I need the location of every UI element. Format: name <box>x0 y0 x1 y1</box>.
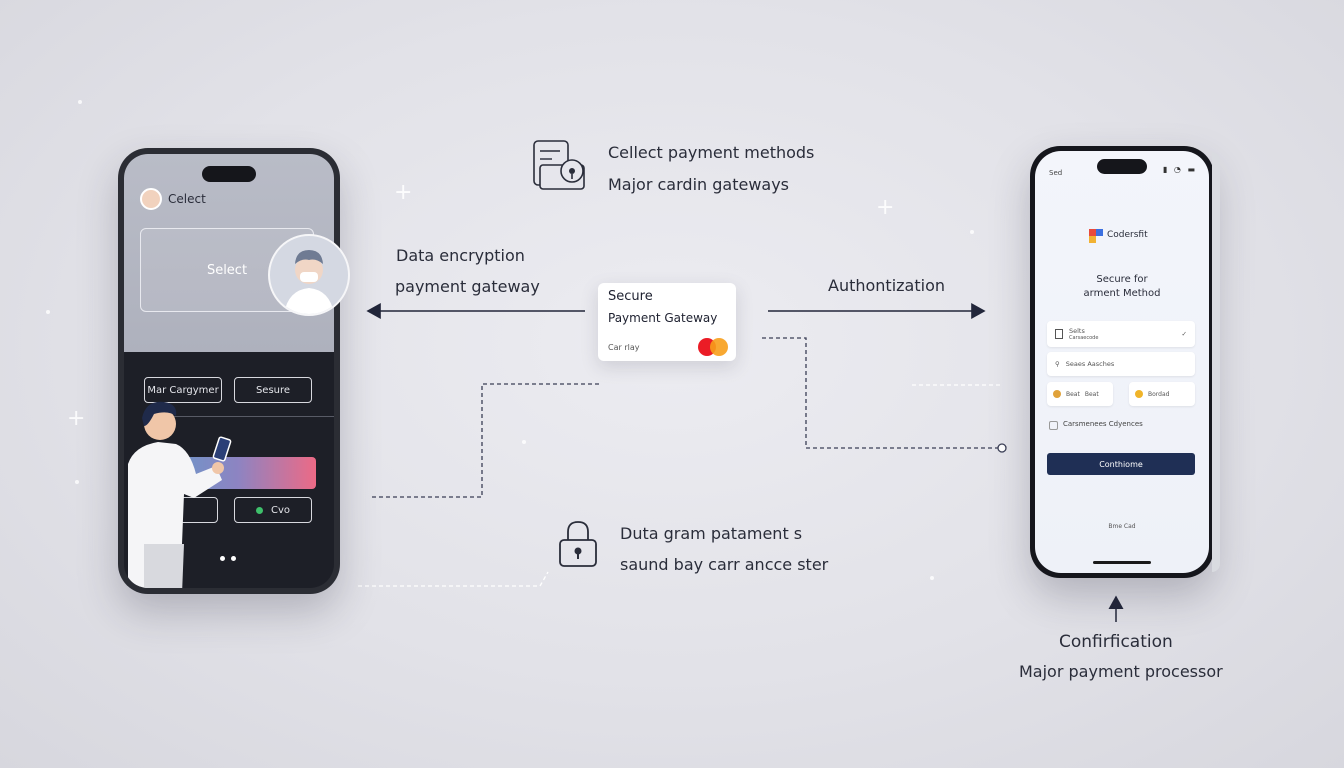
mar-cargymer-button[interactable]: Mar Cargymer <box>144 377 222 403</box>
brand-name: Codersfit <box>1107 230 1148 240</box>
right-phone: Sed ▮ ◔ ▬ Codersfit Secure for arment Me… <box>1030 146 1220 578</box>
card-icon <box>1055 329 1063 339</box>
sparkle-dot <box>46 310 50 314</box>
encryption-label-line2: payment gateway <box>395 277 540 296</box>
phone-notch <box>202 166 256 182</box>
top-note-line2: Major cardin gateways <box>608 175 790 194</box>
phone-side-frame <box>1212 152 1220 572</box>
payment-option-1[interactable]: Beat Beat <box>1047 382 1113 406</box>
coin-icon <box>1053 390 1061 398</box>
card-caption: Car rlay <box>608 343 640 352</box>
dashed-connector-right <box>762 337 998 449</box>
avatar[interactable] <box>140 188 162 210</box>
encryption-label-line1: Data encryption <box>396 246 525 265</box>
button-label: Sesure <box>255 384 291 396</box>
sparkle-decoration: + <box>876 195 895 220</box>
secure-payment-gateway-card[interactable]: Secure Payment Gateway Car rlay <box>598 283 736 361</box>
home-indicator <box>1093 561 1151 564</box>
card-field[interactable]: Selts Carsaecode ✓ <box>1047 321 1195 347</box>
option-label: Beat <box>1066 390 1080 398</box>
confirm-button-label: Conthiome <box>1099 459 1143 469</box>
sparkle-dot <box>75 480 79 484</box>
padlock-icon <box>559 521 597 567</box>
button-label: Mar Cargymer <box>147 384 219 396</box>
coin-icon <box>1135 390 1143 398</box>
phone-notch <box>1097 159 1147 174</box>
sparkle-dot <box>970 230 974 234</box>
card-field-text: Selts Carsaecode <box>1069 327 1182 341</box>
authorization-label: Authontization <box>828 276 945 295</box>
confirm-button[interactable]: Conthiome <box>1047 453 1195 475</box>
confirmation-line1: Confirfication <box>1059 632 1173 652</box>
option-label: Bordad <box>1148 390 1170 398</box>
sparkle-dot <box>930 576 934 580</box>
sparkle-dot <box>78 100 82 104</box>
payment-heading: Secure for arment Method <box>1035 273 1209 301</box>
green-dot-icon <box>255 506 263 514</box>
payment-option-2[interactable]: Bordad <box>1129 382 1195 406</box>
sparkle-decoration: + <box>394 180 413 205</box>
sesure-button[interactable]: Sesure <box>234 377 312 403</box>
bottom-note-line2: saund bay carr ancce ster <box>620 555 829 574</box>
search-field[interactable]: ⚲ Seaes Aasches <box>1047 352 1195 376</box>
top-note-line1: Cellect payment methods <box>608 143 815 162</box>
profile-avatar[interactable] <box>268 234 350 316</box>
connector-end-node <box>997 443 1007 453</box>
divider <box>148 416 334 417</box>
left-phone-title: Celect <box>168 192 206 206</box>
card-title: Secure <box>608 289 653 304</box>
select-label: Select <box>206 262 248 278</box>
card-scan-icon <box>533 140 585 190</box>
mastercard-logo <box>698 338 728 356</box>
button-label: Cvo <box>270 504 291 516</box>
heading-line1: Secure for <box>1096 274 1148 285</box>
search-field-text: Seaes Aasches <box>1065 360 1115 368</box>
terms-checkbox[interactable] <box>1049 421 1058 430</box>
terms-checkbox-label: Carsmenees Cdyences <box>1063 420 1143 428</box>
dashed-connector-left <box>372 383 600 498</box>
faint-dashed-bottom <box>358 571 549 587</box>
right-phone-screen: Sed ▮ ◔ ▬ Codersfit Secure for arment Me… <box>1035 151 1209 573</box>
confirmation-line2: Major payment processor <box>1019 662 1223 681</box>
card-field-title: Selts <box>1069 327 1085 335</box>
search-icon: ⚲ <box>1055 360 1060 368</box>
person-illustration <box>128 401 232 588</box>
brand-logo-icon <box>1089 229 1103 243</box>
heading-line2: arment Method <box>1083 288 1161 299</box>
bottom-note-line1: Duta gram patament s <box>620 524 803 543</box>
status-time: Sed <box>1049 169 1063 177</box>
footer-text: Bme Cad <box>1108 523 1136 530</box>
masked-person-icon <box>284 250 334 314</box>
sparkle-dot <box>522 440 526 444</box>
card-subtitle: Payment Gateway <box>608 311 718 325</box>
page-dots <box>220 556 236 561</box>
check-icon: ✓ <box>1181 330 1187 338</box>
cvo-button[interactable]: Cvo <box>234 497 312 523</box>
sparkle-decoration: + <box>67 406 86 431</box>
left-phone-screen: Celect Select Mar Cargymer Sesure Cvo <box>124 154 334 588</box>
option-label: Beat <box>1084 390 1099 398</box>
left-phone: Celect Select Mar Cargymer Sesure Cvo <box>118 148 350 594</box>
card-field-sub: Carsaecode <box>1069 335 1099 341</box>
status-icons: ▮ ◔ ▬ <box>1162 165 1197 174</box>
